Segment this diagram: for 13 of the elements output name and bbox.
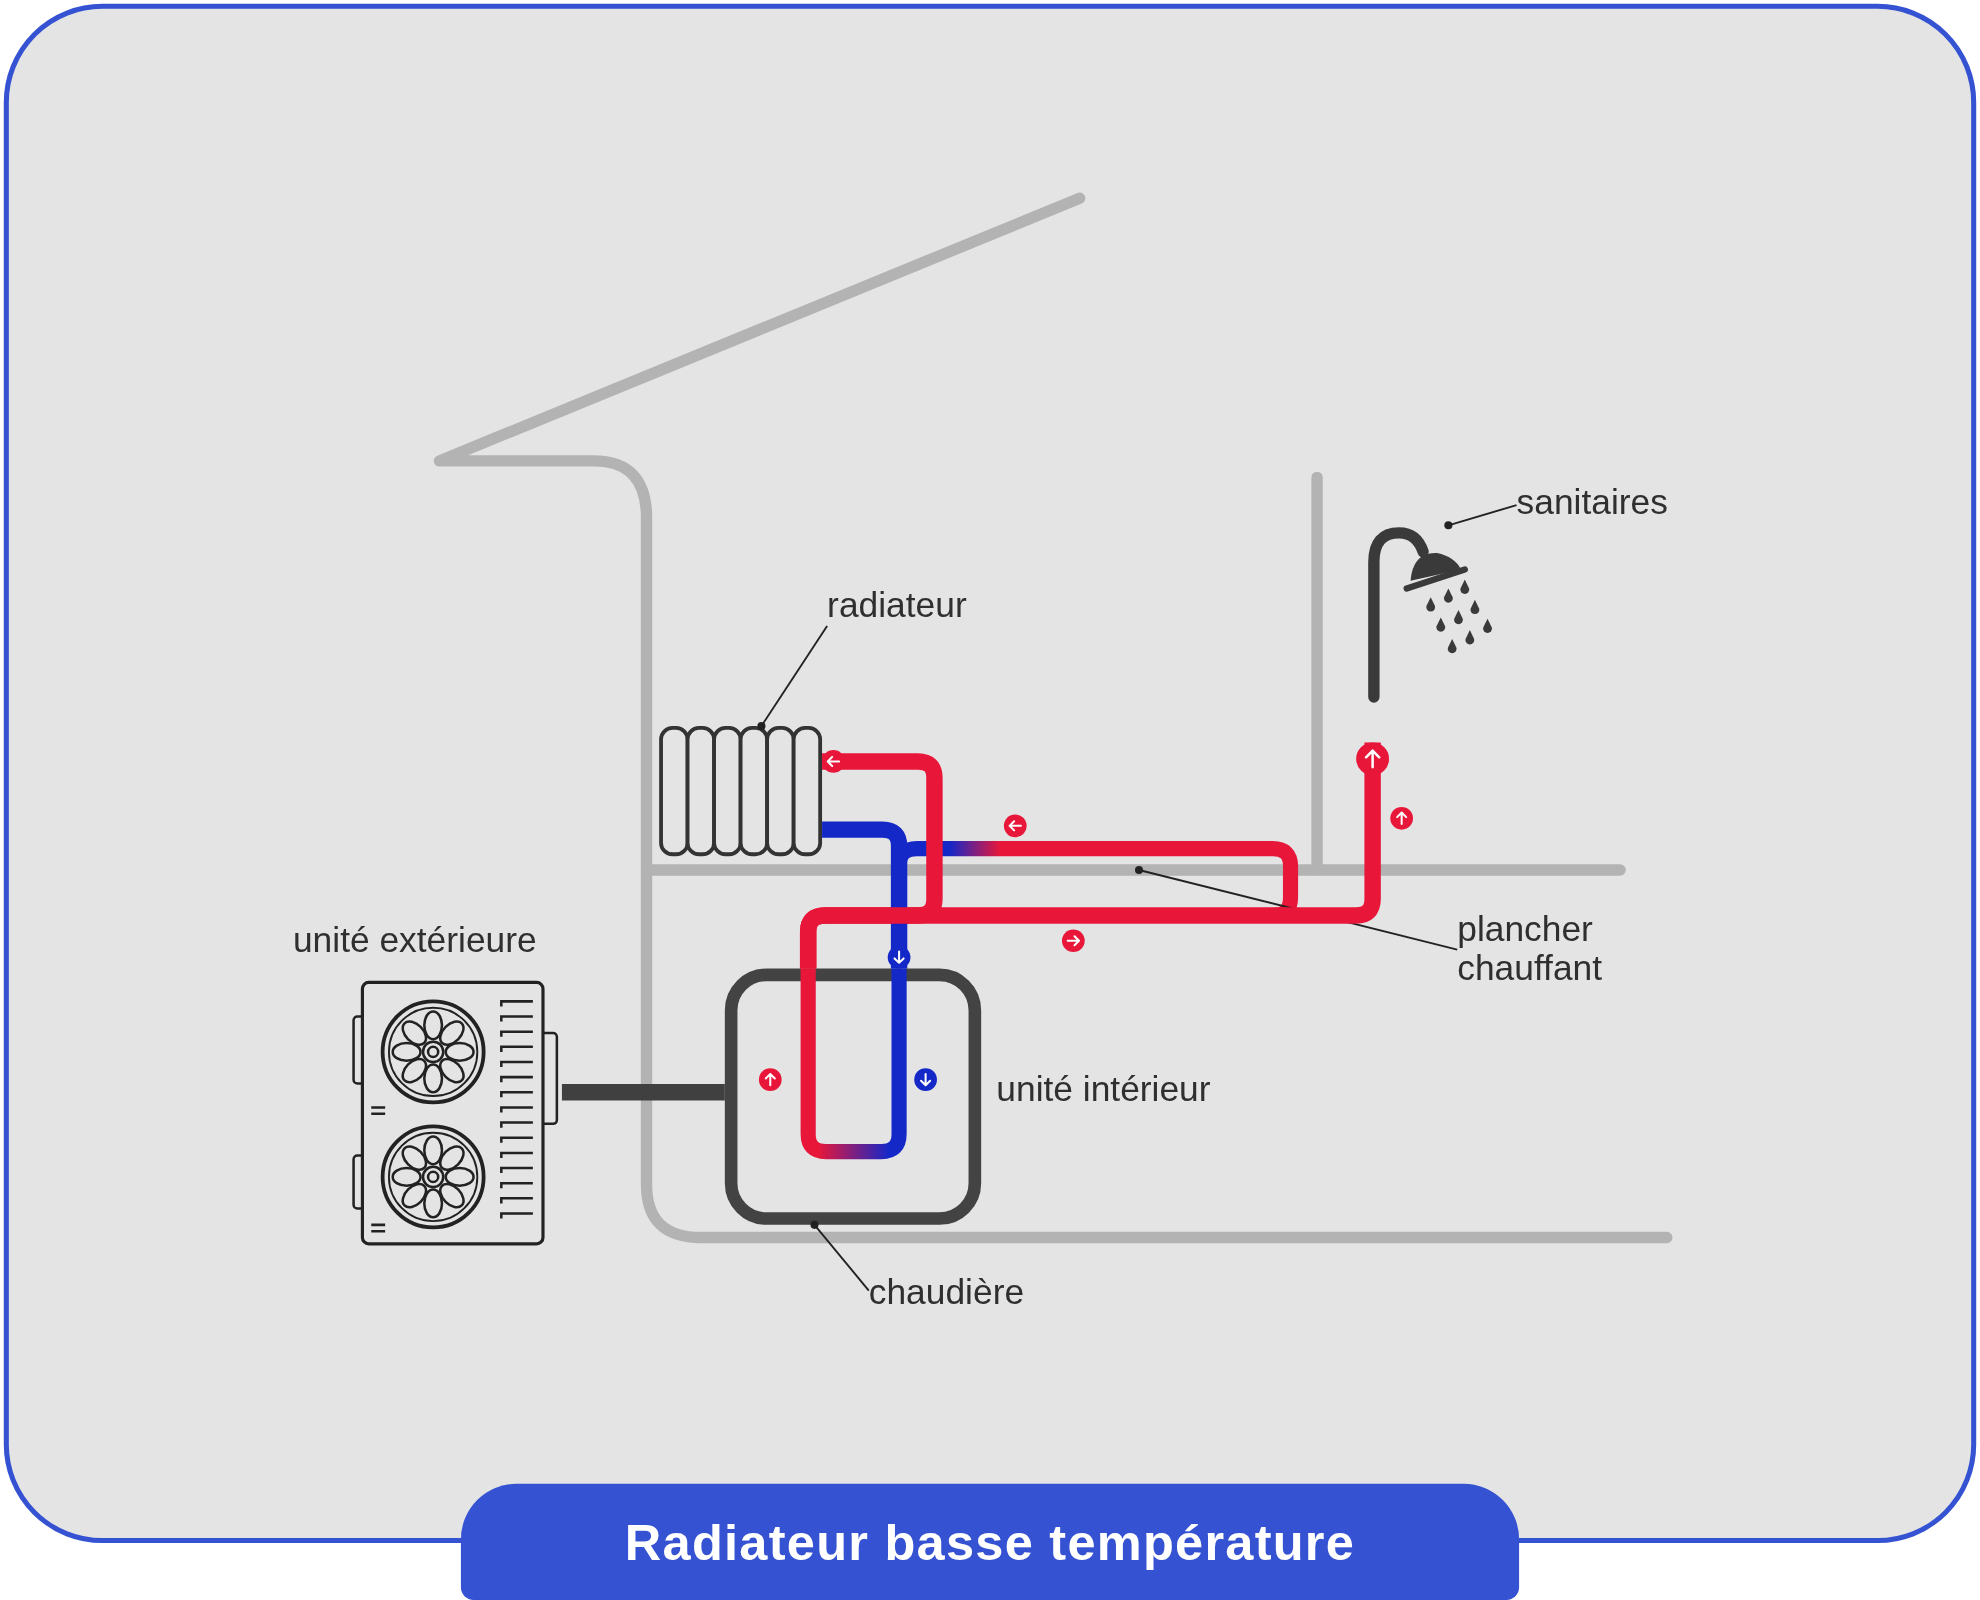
leader-line [757,625,829,731]
part-label: sanitaires [1516,483,1668,523]
pipe [799,741,1391,969]
part-label: plancher chauffant [1457,910,1641,989]
part-label: chaudière [868,1274,1025,1313]
pipe [561,1084,725,1101]
pipe [822,821,912,970]
part-label: radiateur [827,587,967,627]
leader-line [1444,504,1518,530]
part-label: unité intérieur [996,1070,1211,1110]
part-label: unité extérieure [292,921,537,961]
leader-line [810,1220,870,1292]
title-banner: Radiateur basse température [460,1483,1520,1600]
